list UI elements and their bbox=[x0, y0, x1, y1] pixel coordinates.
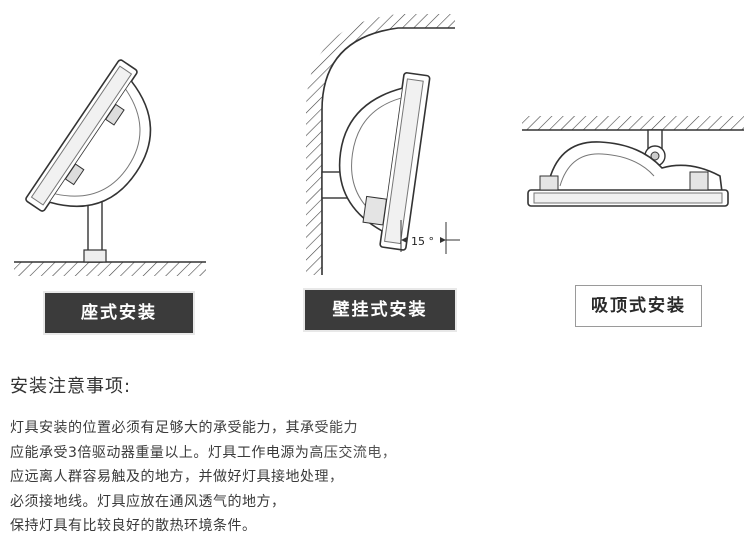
note-line: 灯具安装的位置必须有足够大的承受能力，其承受能力 bbox=[10, 420, 358, 436]
floor-hatch bbox=[14, 262, 206, 276]
note-line: 保持灯具有比较良好的散热环境条件。 bbox=[10, 518, 257, 534]
ceiling-mount-label: 吸顶式安装 bbox=[575, 285, 702, 327]
wall-mount-figure: 15 ° bbox=[306, 14, 460, 275]
installation-notes: 安装注意事项: 灯具安装的位置必须有足够大的承受能力，其承受能力 应能承受3倍驱… bbox=[10, 372, 730, 539]
seat-lamp-body bbox=[25, 59, 152, 212]
note-line: 应能承受3倍驱动器重量以上。灯具工作电源为高压交流电， bbox=[10, 444, 397, 461]
note-line: 应远离人群容易触及的地方，并做好灯具接地处理， bbox=[10, 469, 344, 485]
wall-line bbox=[321, 27, 455, 275]
seat-mount-figure bbox=[14, 59, 206, 276]
seat-base bbox=[83, 249, 107, 263]
mounting-diagram: 15 ° bbox=[14, 14, 744, 276]
ceiling-mount-figure bbox=[522, 116, 744, 207]
ceiling-hatch bbox=[522, 116, 744, 130]
seat-mount-label: 座式安装 bbox=[45, 293, 193, 333]
ceiling-lamp-body bbox=[527, 141, 729, 207]
note-line: 必须接地线。灯具应放在通风透气的地方， bbox=[10, 493, 286, 510]
wall-mount-label: 壁挂式安装 bbox=[305, 290, 455, 330]
angle-label: 15 ° bbox=[411, 235, 434, 248]
notes-title: 安装注意事项: bbox=[10, 376, 132, 397]
wall-hatch bbox=[306, 14, 455, 275]
wall-lamp-body bbox=[338, 72, 431, 251]
